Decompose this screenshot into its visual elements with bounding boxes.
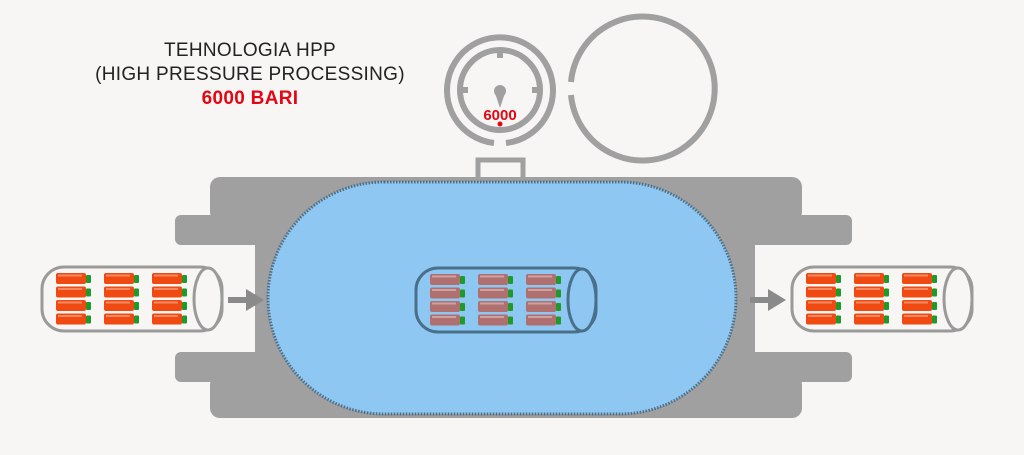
bottle-cap <box>86 288 91 297</box>
bottle <box>104 300 139 311</box>
cylinder-opening <box>192 266 224 332</box>
bottle-cap <box>836 275 841 283</box>
bottle-cap <box>182 302 187 310</box>
bottle <box>430 314 465 326</box>
bottle-cap <box>134 315 139 324</box>
bottle <box>526 301 561 312</box>
bottle <box>104 286 139 298</box>
bottle-cap <box>884 288 889 297</box>
title-line-1: TEHNOLOGIA HPP <box>163 40 337 61</box>
arrow-out <box>750 289 786 311</box>
bottle <box>854 313 889 325</box>
bottle <box>806 300 841 311</box>
bottle-cap <box>836 288 841 297</box>
title-line-2: (HIGH PRESSURE PROCESSING) <box>95 64 405 85</box>
bottle-cap <box>182 288 187 297</box>
bottle-cap <box>460 276 465 284</box>
bottle-cap <box>86 302 91 310</box>
bottle <box>430 287 465 299</box>
bottle <box>806 286 841 298</box>
gauge-outer-ring <box>568 13 718 164</box>
bottle <box>152 313 187 325</box>
bottle <box>152 300 187 311</box>
gauge-needle <box>495 93 505 108</box>
cylinder-opening <box>566 267 598 333</box>
bottle <box>478 301 513 312</box>
bottle <box>526 287 561 299</box>
gauge-reading: 6000 <box>483 107 516 124</box>
bottle <box>104 273 139 284</box>
bottle <box>854 286 889 298</box>
bottle-cap <box>884 275 889 283</box>
bottle-cap <box>182 275 187 283</box>
bottle <box>478 287 513 299</box>
bottle-cap <box>508 276 513 284</box>
bottle-cap <box>86 275 91 283</box>
pressure-label: 6000 BARI <box>201 88 299 109</box>
bottle-cap <box>556 276 561 284</box>
bottle <box>56 313 91 325</box>
bottle-cap <box>836 302 841 310</box>
bottle-cap <box>556 289 561 298</box>
bottle <box>430 301 465 312</box>
bottle <box>902 300 937 311</box>
bottle <box>526 274 561 285</box>
gauge-middle-ring <box>444 34 556 146</box>
bottle-cap <box>508 289 513 298</box>
bottle-cylinder-output <box>790 265 974 333</box>
bottle <box>152 273 187 284</box>
bottle-cap <box>884 315 889 324</box>
cylinder-opening <box>942 266 974 332</box>
bottle <box>478 314 513 326</box>
bottle <box>902 313 937 325</box>
bottle <box>902 286 937 298</box>
gauge-dial <box>457 47 543 133</box>
bottle <box>56 286 91 298</box>
bottle-cap <box>884 302 889 310</box>
bottle <box>806 313 841 325</box>
bottle <box>104 313 139 325</box>
arrow-in <box>228 289 264 311</box>
bottle <box>152 286 187 298</box>
bottle <box>56 300 91 311</box>
bottle-cap <box>182 315 187 324</box>
gauge-marker <box>497 121 503 127</box>
bottle <box>478 274 513 285</box>
bottle-cap <box>460 316 465 325</box>
bottle-cylinder-input <box>40 265 224 333</box>
bottle-cap <box>134 302 139 310</box>
bottle-cap <box>86 315 91 324</box>
bottle-cylinder-processing <box>414 266 598 334</box>
bottle-cap <box>508 303 513 311</box>
bottle <box>902 273 937 284</box>
bottle-cap <box>556 316 561 325</box>
bottle-cap <box>932 288 937 297</box>
bottle-cap <box>932 315 937 324</box>
bottle <box>806 273 841 284</box>
bottle-cap <box>460 303 465 311</box>
bottle <box>430 274 465 285</box>
bottle <box>854 300 889 311</box>
bottle-cap <box>932 275 937 283</box>
pressure-gauge <box>444 13 718 183</box>
bottle-cap <box>134 275 139 283</box>
bottle <box>56 273 91 284</box>
bottle-cap <box>836 315 841 324</box>
bottle-cap <box>508 316 513 325</box>
bottle-cap <box>460 289 465 298</box>
bottle <box>526 314 561 326</box>
bottle-cap <box>932 302 937 310</box>
bottle-cap <box>134 288 139 297</box>
bottle <box>854 273 889 284</box>
bottle-cap <box>556 303 561 311</box>
